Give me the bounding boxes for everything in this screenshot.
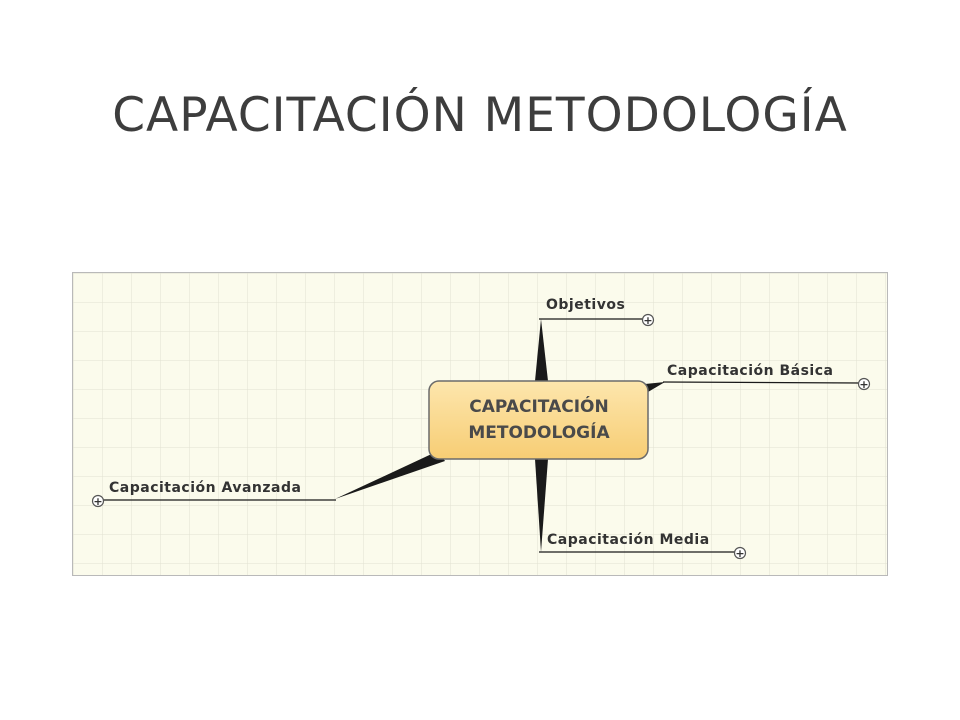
expand-avanzada-button[interactable]: +	[91, 494, 105, 508]
expand-plus-icon: +	[859, 378, 868, 391]
branch-connector-avanzada	[335, 451, 445, 499]
expand-basica-button[interactable]: +	[857, 377, 871, 391]
branch-label-objetivos[interactable]: Objetivos	[546, 297, 625, 313]
branch-connector-basica	[645, 382, 665, 392]
branch-connector-media	[535, 459, 548, 552]
expand-objetivos-button[interactable]: +	[641, 313, 655, 327]
central-node-line1: CAPACITACIÓN	[469, 395, 608, 417]
expand-plus-icon: +	[93, 495, 102, 508]
mindmap-canvas: CAPACITACIÓN METODOLOGÍA Objetivos Capac…	[72, 272, 888, 576]
branch-label-avanzada[interactable]: Capacitación Avanzada	[109, 480, 301, 496]
branch-connector-objetivos	[535, 319, 548, 381]
branch-label-media[interactable]: Capacitación Media	[547, 532, 710, 548]
expand-plus-icon: +	[735, 547, 744, 560]
branch-label-basica[interactable]: Capacitación Básica	[667, 363, 833, 379]
central-node-line2: METODOLOGÍA	[468, 421, 610, 443]
mindmap-diagram: CAPACITACIÓN METODOLOGÍA Objetivos Capac…	[73, 273, 887, 575]
expand-plus-icon: +	[643, 314, 652, 327]
central-node[interactable]	[428, 380, 649, 460]
slide-title: CAPACITACIÓN METODOLOGÍA	[112, 88, 848, 143]
branch-underline-basica	[662, 381, 861, 384]
expand-media-button[interactable]: +	[733, 546, 747, 560]
